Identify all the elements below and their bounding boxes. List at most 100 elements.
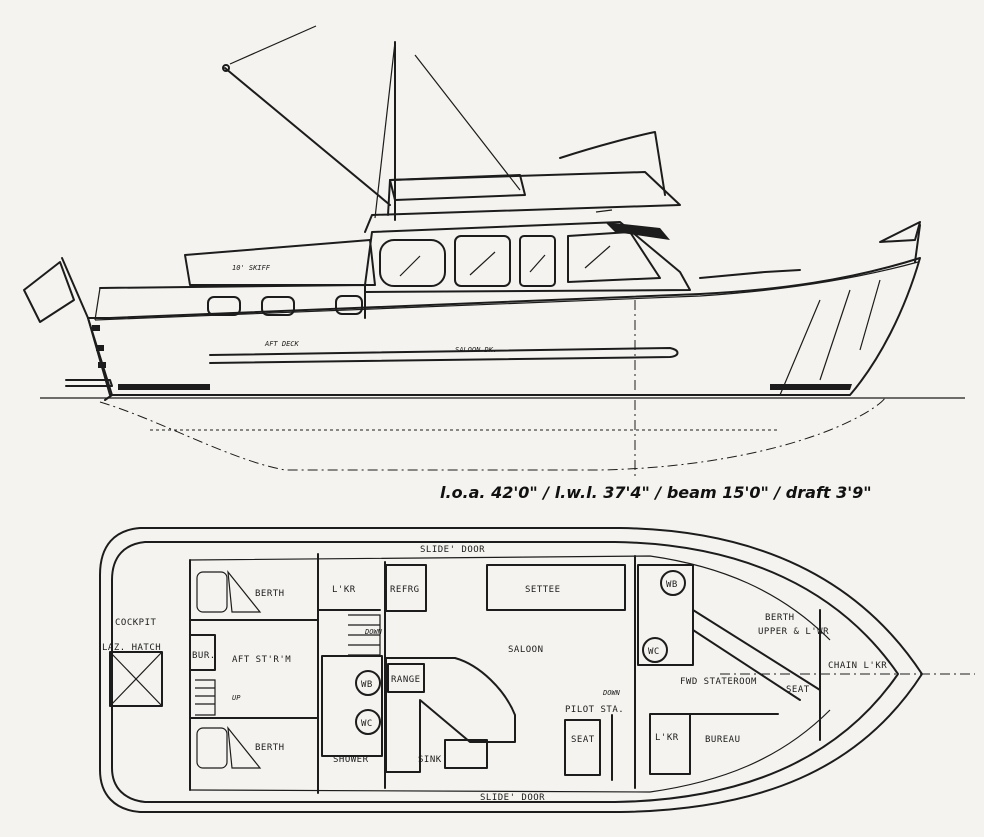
- refrigerator: [385, 564, 427, 612]
- pillow-lower: [196, 727, 228, 769]
- bow-staff: [914, 224, 921, 263]
- specs-text: l.o.a. 42'0" / l.w.l. 37'4" / beam 15'0"…: [440, 483, 872, 502]
- porthole-3: [335, 295, 363, 315]
- bur-label: BUR.: [192, 651, 216, 661]
- wb-aft-label: WB: [361, 680, 373, 690]
- head-fwd: [637, 564, 694, 666]
- berth-lower-label: BERTH: [255, 743, 285, 753]
- wash-basin-aft: [355, 670, 381, 696]
- forestay: [414, 54, 521, 191]
- settee-label: SETTEE: [525, 585, 561, 595]
- down1-label: DOWN: [364, 628, 383, 636]
- seat-fwd-label: SEAT: [786, 685, 810, 695]
- lazarette-hatch: [109, 651, 163, 707]
- windscreen: [559, 131, 666, 196]
- pilot-sta-label: PILOT STA.: [565, 705, 624, 715]
- porthole-1: [207, 296, 241, 316]
- head-aft: [321, 655, 383, 757]
- transom-mark-3: [98, 362, 106, 368]
- profile-view: 10' SKIFF AFT DECK SALOON DK.: [23, 25, 965, 480]
- transom-mark-1: [92, 325, 100, 331]
- down2-label: DOWN: [602, 689, 621, 697]
- swim-platform: [65, 379, 113, 387]
- bureau-label: BUREAU: [705, 735, 741, 745]
- window-2: [454, 235, 511, 287]
- window-1: [379, 239, 446, 287]
- skiff-label: 10' SKIFF: [232, 264, 271, 272]
- toilet-aft: [355, 709, 381, 735]
- flybridge-rail: [389, 174, 526, 201]
- boom: [224, 67, 391, 206]
- wc-fwd-label: WC: [648, 647, 660, 657]
- window-glare: [399, 245, 611, 277]
- bow-flare: [779, 279, 881, 396]
- berth-upper-label: BERTH: [255, 589, 285, 599]
- transom: [87, 317, 113, 401]
- sheer-line: [94, 261, 919, 321]
- stern-staff: [61, 257, 89, 319]
- bureau-aft: [189, 634, 216, 671]
- wc-aft-label: WC: [361, 719, 373, 729]
- aft-stateroom-label: AFT ST'R'M: [232, 655, 291, 665]
- chain-lkr-label: CHAIN L'KR: [828, 661, 887, 671]
- refrig-label: REFRG: [390, 585, 420, 595]
- blanket-lower: [227, 726, 262, 769]
- galley-counter: [385, 657, 516, 773]
- stern-flag: [23, 261, 75, 323]
- boom-end: [222, 64, 230, 72]
- slide-door-bottom-label: SLIDE' DOOR: [480, 793, 545, 803]
- flybridge-shade: [605, 222, 670, 240]
- boot-top-aft: [118, 384, 210, 390]
- window-4: [567, 231, 661, 283]
- bow-rail: [699, 269, 801, 279]
- stairs-down-aft: [348, 614, 381, 656]
- saloon-label: SALOON: [508, 645, 544, 655]
- fwd-stateroom-label: FWD STATEROOM: [680, 677, 757, 687]
- mast-shroud: [374, 41, 396, 219]
- sink: [444, 739, 488, 769]
- wash-basin-fwd: [660, 570, 686, 596]
- boom-topping-lift: [229, 25, 317, 65]
- cabin-side-top: [189, 555, 831, 641]
- plan-hull-outer: [99, 527, 923, 813]
- saloon-deck-label: SALOON DK.: [455, 346, 497, 354]
- berth-fwd-label-2: UPPER & L'WR: [758, 627, 829, 637]
- sink-label: SINK: [418, 755, 442, 765]
- plan-hull-inner: [111, 541, 899, 803]
- plan-view: COCKPIT LAZ. HATCH BERTH BERTH BUR. AFT …: [99, 527, 975, 813]
- cabin-side-bottom: [189, 709, 831, 793]
- pillow-upper: [196, 571, 228, 613]
- shower-label: SHOWER: [333, 755, 369, 765]
- aft-deck-label: AFT DECK: [264, 340, 300, 348]
- porthole-2: [261, 296, 295, 316]
- deckhouse: [364, 221, 691, 293]
- horn: [595, 209, 613, 213]
- flybridge: [364, 171, 681, 233]
- skiff: [184, 239, 376, 286]
- hull-side: [87, 257, 921, 396]
- locker-fwd: [649, 713, 691, 775]
- window-3: [519, 235, 556, 287]
- wb-fwd-label: WB: [666, 580, 678, 590]
- range-label: RANGE: [391, 675, 421, 685]
- hatch-cross: [109, 651, 163, 707]
- cockpit-label: COCKPIT: [115, 618, 157, 628]
- blanket-upper: [227, 570, 262, 613]
- berth-fwd-label: BERTH: [765, 613, 795, 623]
- rub-rail: [209, 347, 679, 364]
- bow-pennant: [879, 221, 921, 243]
- aft-stairs: [195, 679, 216, 716]
- seat-pilot-label: SEAT: [571, 735, 595, 745]
- underwater-hull: [99, 397, 886, 471]
- boot-top-fwd: [770, 384, 852, 390]
- toilet-fwd: [642, 637, 668, 663]
- vee-berth: [692, 609, 821, 701]
- range: [387, 663, 425, 693]
- aft-rail-post: [94, 287, 101, 321]
- slide-door-top-label: SLIDE' DOOR: [420, 545, 485, 555]
- pilot-seat: [564, 719, 601, 776]
- up-label: UP: [232, 694, 241, 702]
- settee: [486, 564, 626, 611]
- lkr-aft-label: L'KR: [332, 585, 356, 595]
